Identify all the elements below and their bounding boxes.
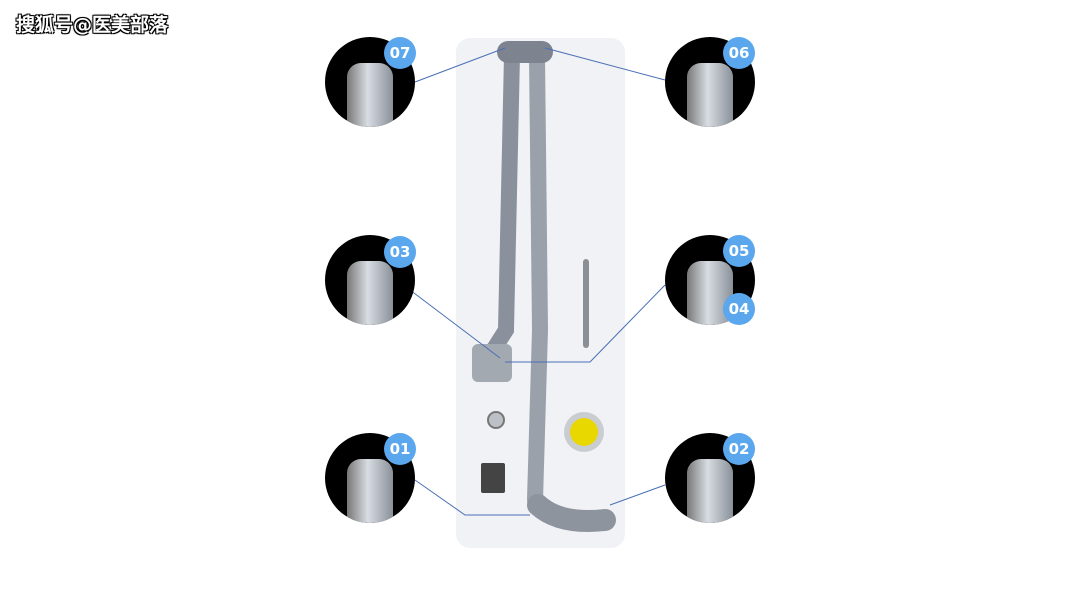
detail-06 bbox=[665, 37, 755, 127]
arm-bottom-joint bbox=[527, 494, 616, 532]
knob bbox=[487, 411, 505, 429]
badge-07: 07 bbox=[384, 37, 416, 69]
arm-left-tube bbox=[484, 47, 520, 360]
watermark: 搜狐号@医美部落 bbox=[16, 14, 169, 36]
yellow-port-inner bbox=[570, 418, 598, 446]
badge-01: 01 bbox=[384, 433, 416, 465]
arm-right-tube bbox=[527, 47, 549, 508]
badge-05: 05 bbox=[723, 235, 755, 267]
badge-04: 04 bbox=[723, 293, 755, 325]
detail-01 bbox=[325, 433, 415, 523]
bracket bbox=[481, 463, 505, 493]
elbow-joint bbox=[472, 344, 512, 382]
badge-03: 03 bbox=[384, 236, 416, 268]
badge-06: 06 bbox=[723, 37, 755, 69]
callout-lines bbox=[409, 47, 666, 516]
badge-02: 02 bbox=[723, 433, 755, 465]
